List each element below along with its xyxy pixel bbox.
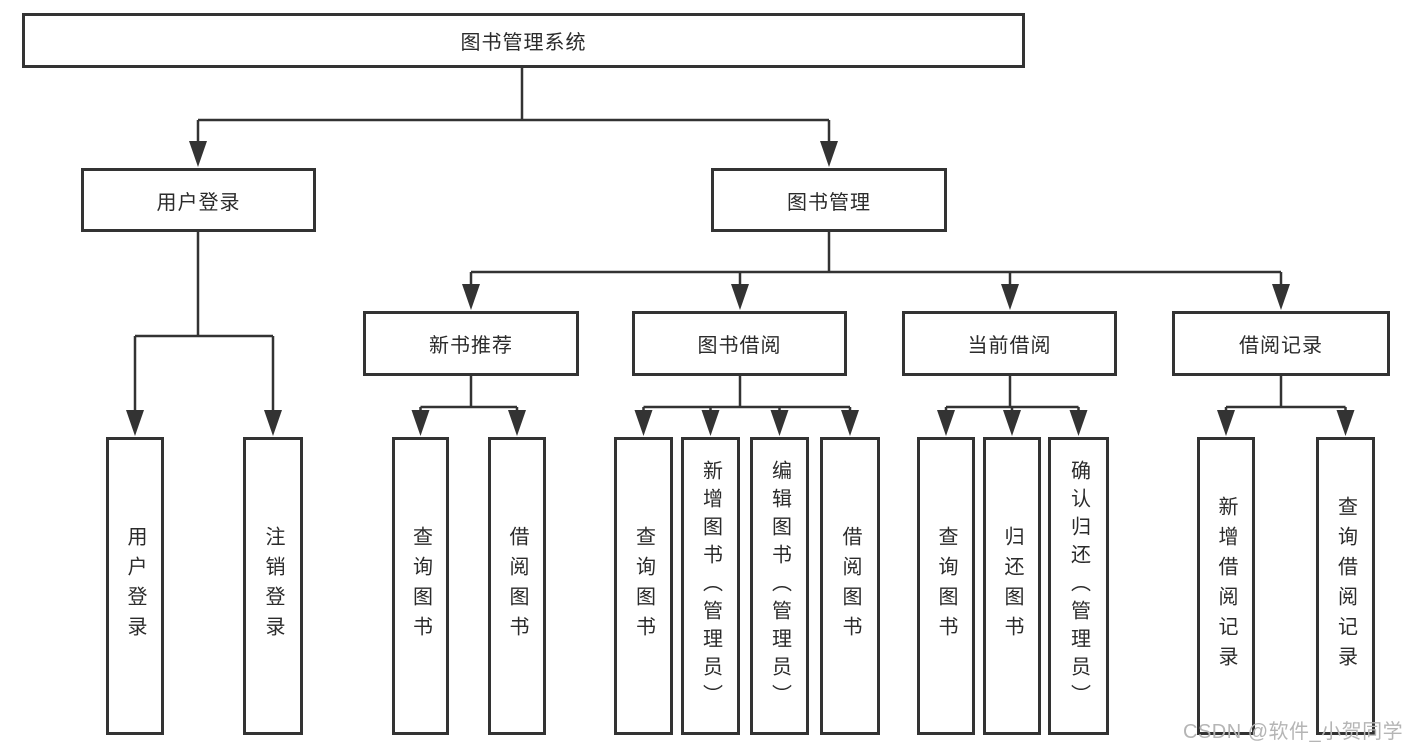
arrowheads bbox=[126, 141, 1355, 436]
node-new-book-recommend: 新书推荐 bbox=[363, 311, 579, 376]
leaf-confirm-return-admin: 确认归还（管理员） bbox=[1048, 437, 1109, 735]
node-label: 查询图书 bbox=[935, 526, 957, 646]
leaf-query-books-borrowing: 查询图书 bbox=[614, 437, 673, 735]
node-label: 新增借阅记录 bbox=[1215, 496, 1237, 676]
node-book-borrowing: 图书借阅 bbox=[632, 311, 847, 376]
leaf-add-books-admin: 新增图书（管理员） bbox=[681, 437, 740, 735]
node-label: 确认归还（管理员） bbox=[1067, 460, 1090, 712]
leaf-user-login: 用户登录 bbox=[106, 437, 164, 735]
node-label: 借阅记录 bbox=[1239, 335, 1323, 357]
node-current-borrowing: 当前借阅 bbox=[902, 311, 1117, 376]
leaf-add-borrow-record: 新增借阅记录 bbox=[1197, 437, 1255, 735]
leaf-query-borrow-record: 查询借阅记录 bbox=[1316, 437, 1375, 735]
node-label: 注销登录 bbox=[262, 526, 284, 646]
node-label: 图书管理 bbox=[787, 191, 871, 214]
leaf-query-books-current: 查询图书 bbox=[917, 437, 975, 735]
leaf-query-books-recommend: 查询图书 bbox=[392, 437, 449, 735]
node-label: 新书推荐 bbox=[429, 335, 513, 357]
leaf-borrow-books-borrowing: 借阅图书 bbox=[820, 437, 880, 735]
node-label: 编辑图书（管理员） bbox=[768, 460, 791, 712]
node-label: 图书借阅 bbox=[697, 335, 782, 357]
node-label: 查询图书 bbox=[409, 526, 432, 646]
node-user-login: 用户登录 bbox=[81, 168, 316, 232]
node-label: 查询图书 bbox=[632, 526, 655, 646]
node-label: 图书管理系统 bbox=[460, 32, 587, 54]
leaf-logout: 注销登录 bbox=[243, 437, 303, 735]
leaf-edit-books-admin: 编辑图书（管理员） bbox=[750, 437, 809, 735]
node-label: 借阅图书 bbox=[839, 526, 861, 646]
node-label: 归还图书 bbox=[1001, 526, 1023, 646]
leaf-return-books: 归还图书 bbox=[983, 437, 1041, 735]
node-label: 新增图书（管理员） bbox=[699, 460, 722, 712]
node-label: 借阅图书 bbox=[506, 526, 528, 646]
csdn-watermark: CSDN @软件_小贺同学 bbox=[1183, 721, 1404, 743]
leaf-borrow-books-recommend: 借阅图书 bbox=[488, 437, 546, 735]
node-label: 当前借阅 bbox=[967, 335, 1052, 357]
node-book-management: 图书管理 bbox=[711, 168, 947, 232]
node-label: 用户登录 bbox=[156, 191, 241, 214]
node-borrow-records: 借阅记录 bbox=[1172, 311, 1390, 376]
node-label: 用户登录 bbox=[124, 526, 146, 646]
node-system-root: 图书管理系统 bbox=[22, 13, 1025, 68]
node-label: 查询借阅记录 bbox=[1334, 496, 1357, 676]
